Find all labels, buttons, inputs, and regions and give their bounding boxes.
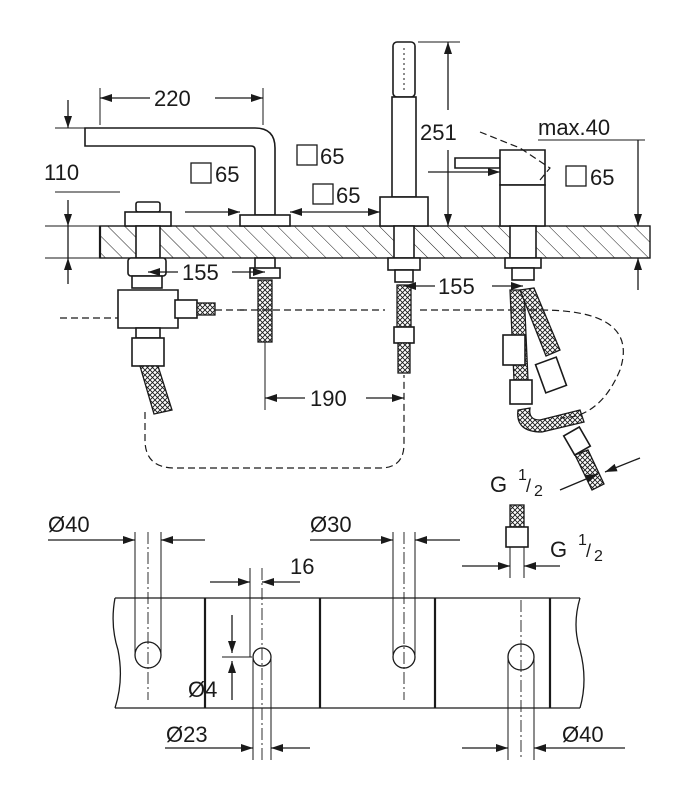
rosette-65-spout-label: 65 [215,162,239,187]
dim-190-label: 190 [310,386,347,411]
bath-spout [84,127,291,348]
deck-section [45,225,651,259]
hole-pattern-panel [112,597,585,709]
dim-16: 16 [210,554,314,657]
diverter-valve [60,201,245,415]
thread-hose-slash: / [526,476,531,496]
dim-dia40-left: Ø40 [48,512,205,655]
dim-155-right-label: 155 [438,274,475,299]
thread-connector-num: 1 [578,532,587,549]
dim-dia30-label: Ø30 [310,512,352,537]
thread-hose-num: 1 [518,467,527,484]
dim-max40-label: max.40 [538,115,610,140]
thread-hose-den: 2 [534,483,543,500]
thread-connector-slash: / [586,541,591,561]
hose-routing [144,309,624,469]
dim-max40: max.40 [538,115,645,290]
rosette-65-shower-top: 65 [296,144,344,169]
dim-dia23: Ø23 [165,657,310,760]
dim-dia4: Ø4 [188,615,252,702]
dim-220-label: 220 [154,86,191,111]
thread-connector: G 1 / 2 [462,504,603,578]
dim-251: 251 [418,41,460,226]
rosette-65-spout: 65 [185,162,240,216]
dim-190: 190 [264,348,404,411]
rosette-65-shower-top-label: 65 [320,144,344,169]
rosette-65-shower-label: 65 [336,183,360,208]
hole-spout [252,568,272,760]
rosette-65-mixer-label: 65 [590,165,614,190]
dim-dia23-label: Ø23 [166,722,208,747]
thread-hose: G 1 / 2 [490,457,641,500]
dim-dia30: Ø30 [310,512,460,657]
hole-diverter [134,532,162,700]
dim-dia40-right-label: Ø40 [562,722,604,747]
hand-shower [379,41,429,374]
dim-dia40-left-label: Ø40 [48,512,90,537]
dim-16-label: 16 [290,554,314,579]
dim-110: 110 [44,100,120,193]
dim-155-left: 155 [148,260,265,285]
lever-mixer [454,131,605,491]
dim-dia4-label: Ø4 [188,677,217,702]
hole-mixer [507,600,535,760]
dim-dia40-right: Ø40 [462,657,625,760]
dim-155-left-label: 155 [182,260,219,285]
rosette-65-shower: 65 [290,183,380,216]
thread-connector-den: 2 [594,548,603,565]
dim-110-label: 110 [44,160,79,185]
thread-connector-g: G [550,537,567,562]
dim-155-right: 155 [404,274,523,299]
dim-220: 220 [99,86,264,125]
rosette-65-mixer: 65 [428,165,614,190]
thread-hose-g: G [490,472,507,497]
dim-251-label: 251 [420,120,457,145]
hole-shower [392,532,416,700]
